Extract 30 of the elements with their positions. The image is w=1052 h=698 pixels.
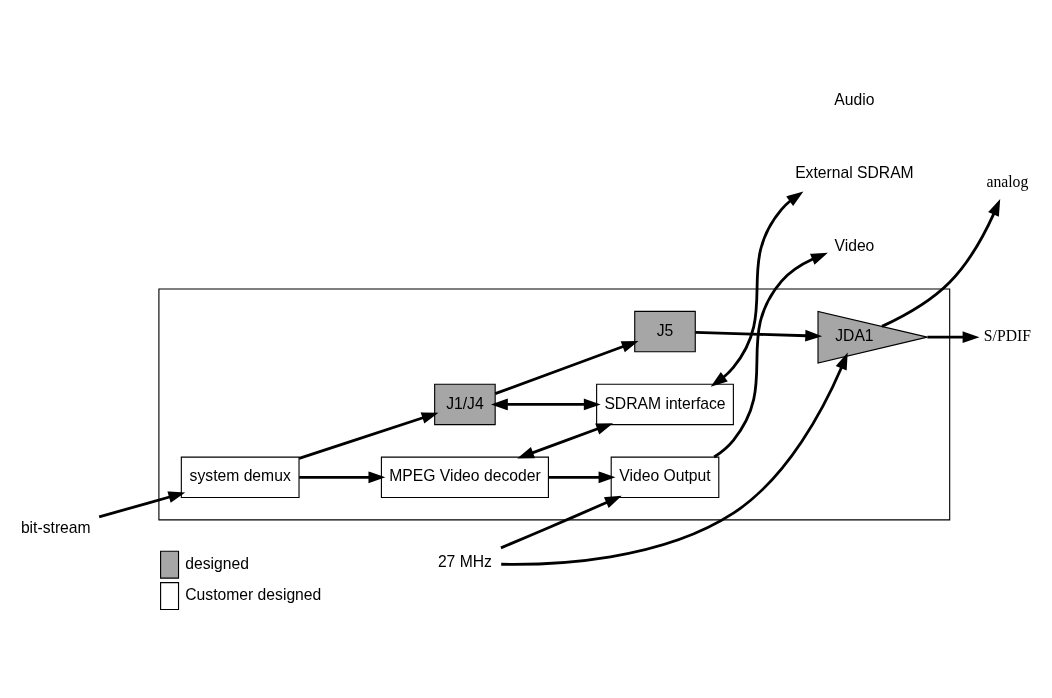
arrow: [298, 411, 439, 460]
arrow: [927, 330, 980, 343]
arrow: [695, 329, 823, 342]
node-box: system demux: [180, 456, 300, 498]
node-box: MPEG Video decoder: [380, 456, 549, 498]
arrow: [501, 352, 848, 566]
arrow: [500, 495, 622, 549]
arrow: [710, 190, 804, 387]
label: Audio: [834, 90, 875, 108]
node-text: S/PDIF: [983, 326, 1031, 344]
cluster: [158, 287, 951, 520]
node-text: analog: [986, 172, 1029, 190]
node-box: J5: [634, 310, 696, 352]
node-box: SDRAM interface: [596, 383, 734, 425]
node-text: Video: [834, 236, 875, 254]
arrow: [491, 398, 601, 410]
arrow: [494, 340, 639, 395]
arrow: [299, 470, 386, 483]
arrow: [881, 198, 1001, 328]
node-box: Video Output: [610, 456, 720, 498]
arrow: [517, 422, 614, 458]
legend-label: designed: [185, 554, 249, 572]
arrow: [548, 470, 616, 483]
node-text: bit-stream: [20, 518, 91, 536]
legend-label: Customer designed: [185, 585, 322, 603]
arrow: [98, 490, 186, 518]
node-box: J1/J4: [434, 383, 496, 425]
node-text: 27 MHz: [437, 552, 492, 570]
arrow: [713, 252, 828, 458]
node-text: External SDRAM: [795, 163, 914, 181]
